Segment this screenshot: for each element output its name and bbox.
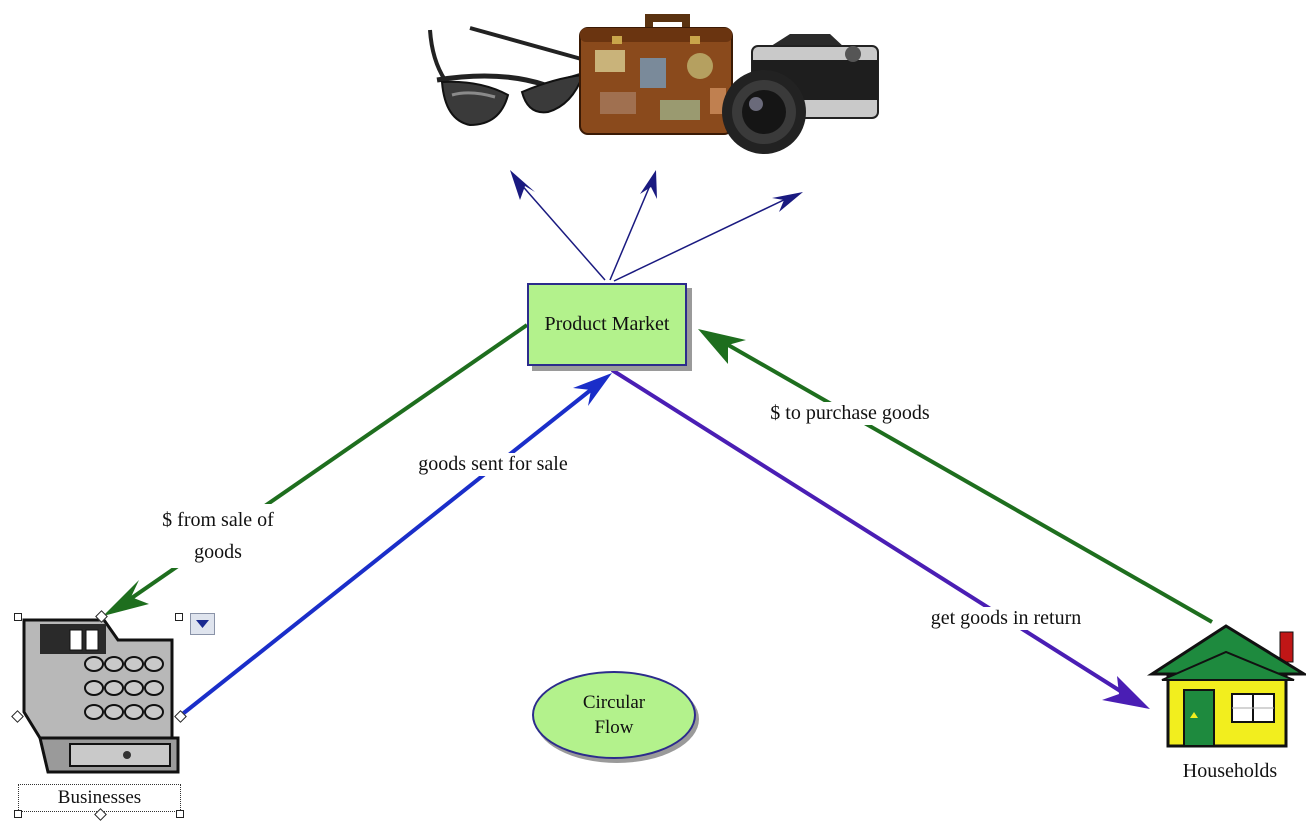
edge-label-from-sale-line1: $ from sale of bbox=[162, 509, 274, 531]
circular-flow-label-line1: Circular bbox=[582, 692, 646, 713]
sunglasses-icon bbox=[428, 26, 591, 127]
product-links bbox=[510, 170, 803, 282]
resize-handle-top-right[interactable] bbox=[175, 613, 183, 621]
product-market-label: Product Market bbox=[544, 313, 670, 335]
resize-handle-bottom-left[interactable] bbox=[14, 810, 22, 818]
cash-register-icon bbox=[22, 618, 180, 774]
circular-flow-label-line2: Flow bbox=[594, 717, 634, 738]
product-market-node[interactable]: Product Market bbox=[527, 283, 687, 366]
link-menu-button[interactable] bbox=[190, 613, 215, 635]
circular-flow-node[interactable]: Circular Flow bbox=[532, 671, 696, 759]
edge-goods-sent[interactable] bbox=[178, 373, 612, 718]
edge-label-from-sale[interactable]: $ from sale of goods bbox=[148, 504, 288, 568]
camera-icon bbox=[722, 34, 879, 154]
chevron-down-icon bbox=[196, 620, 209, 628]
edge-goods-in-return[interactable] bbox=[610, 368, 1150, 709]
suitcase-icon bbox=[579, 14, 733, 135]
edge-label-to-purchase[interactable]: $ to purchase goods bbox=[750, 402, 950, 425]
edge-to-purchase[interactable] bbox=[698, 329, 1213, 624]
house-icon bbox=[1146, 624, 1306, 748]
businesses-label-text: Businesses bbox=[57, 787, 142, 808]
resize-handle-bottom-right[interactable] bbox=[176, 810, 184, 818]
edge-label-goods-in-return[interactable]: get goods in return bbox=[910, 607, 1102, 630]
edge-label-goods-sent[interactable]: goods sent for sale bbox=[398, 453, 588, 476]
households-label[interactable]: Households bbox=[1182, 760, 1278, 782]
edge-label-from-sale-line2: goods bbox=[194, 541, 242, 563]
resize-handle-top-left[interactable] bbox=[14, 613, 22, 621]
